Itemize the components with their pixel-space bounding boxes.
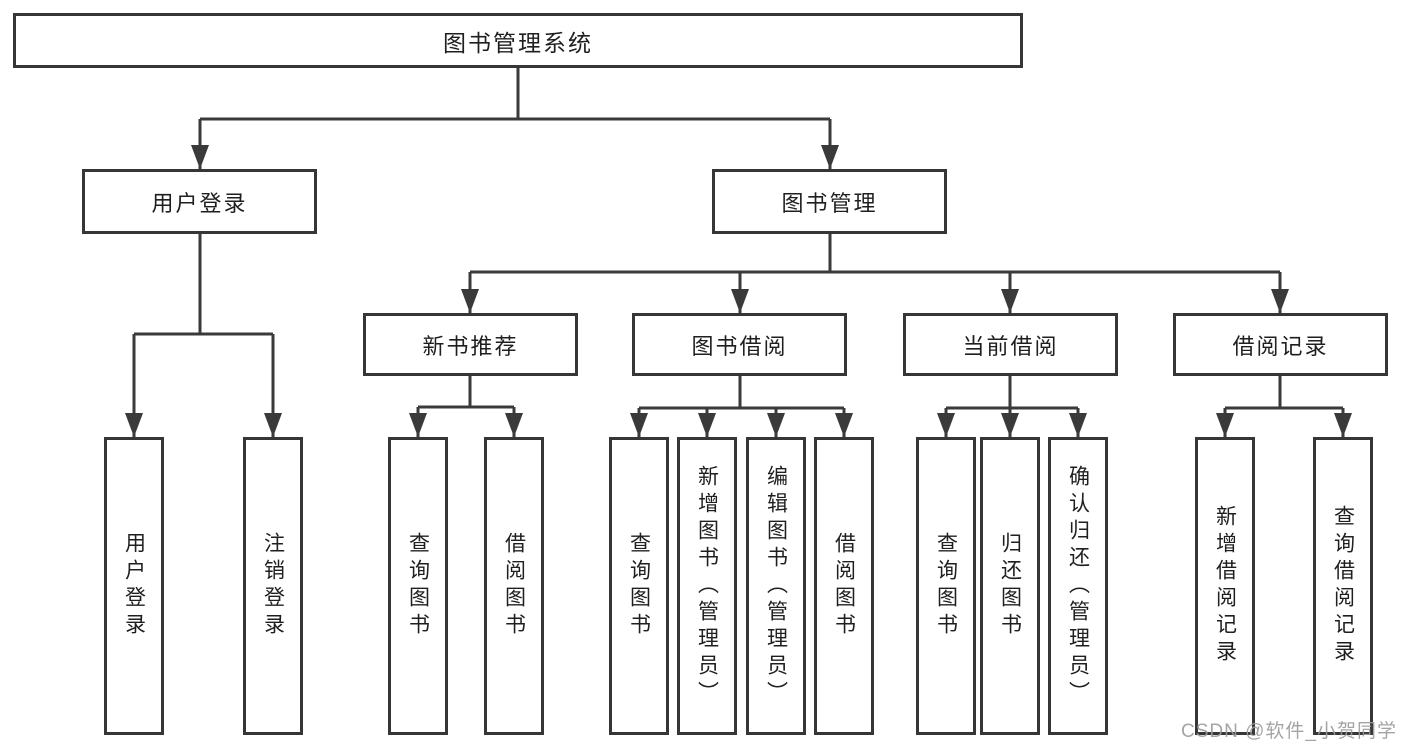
leaf-add-borrow-record: 新增借阅记录 bbox=[1195, 437, 1255, 735]
arrowhead bbox=[767, 413, 785, 437]
node-new-book-recommend: 新书推荐 bbox=[363, 313, 578, 376]
leaf-add-books-admin: 新增图书（管理员） bbox=[677, 437, 737, 735]
arrowhead bbox=[191, 145, 209, 169]
node-borrow-record: 借阅记录 bbox=[1173, 313, 1388, 376]
leaf-borrow-books-recommend: 借阅图书 bbox=[484, 437, 544, 735]
arrowhead bbox=[1271, 289, 1289, 313]
leaf-edit-books-admin: 编辑图书（管理员） bbox=[746, 437, 806, 735]
leaf-borrow-books: 借阅图书 bbox=[814, 437, 874, 735]
leaf-logout: 注销登录 bbox=[243, 437, 303, 735]
arrowhead bbox=[1334, 413, 1352, 437]
arrowhead bbox=[698, 413, 716, 437]
arrowhead bbox=[1069, 413, 1087, 437]
csdn-watermark: CSDN @软件_小贺同学 bbox=[1181, 721, 1397, 742]
arrowhead bbox=[821, 145, 839, 169]
node-user-login: 用户登录 bbox=[82, 169, 317, 234]
arrowhead bbox=[505, 413, 523, 437]
arrowhead bbox=[461, 289, 479, 313]
leaf-user-login: 用户登录 bbox=[104, 437, 164, 735]
arrowhead bbox=[835, 413, 853, 437]
arrowhead bbox=[264, 413, 282, 437]
leaf-query-books-current: 查询图书 bbox=[916, 437, 976, 735]
arrowhead bbox=[1001, 289, 1019, 313]
connector-paths bbox=[132, 68, 1345, 437]
leaf-query-books-borrow: 查询图书 bbox=[609, 437, 669, 735]
leaf-query-books-recommend: 查询图书 bbox=[388, 437, 448, 735]
arrowhead bbox=[731, 289, 749, 313]
arrowhead bbox=[630, 413, 648, 437]
node-current-borrow: 当前借阅 bbox=[903, 313, 1118, 376]
node-book-borrow: 图书借阅 bbox=[632, 313, 847, 376]
leaf-return-books: 归还图书 bbox=[980, 437, 1040, 735]
arrowhead bbox=[937, 413, 955, 437]
leaf-confirm-return-admin: 确认归还（管理员） bbox=[1048, 437, 1108, 735]
arrowhead bbox=[409, 413, 427, 437]
leaf-query-borrow-record: 查询借阅记录 bbox=[1313, 437, 1373, 735]
arrowhead bbox=[125, 413, 143, 437]
node-book-management: 图书管理 bbox=[712, 169, 947, 234]
node-library-management-system: 图书管理系统 bbox=[13, 13, 1023, 68]
arrowhead bbox=[1216, 413, 1234, 437]
arrowhead bbox=[1001, 413, 1019, 437]
